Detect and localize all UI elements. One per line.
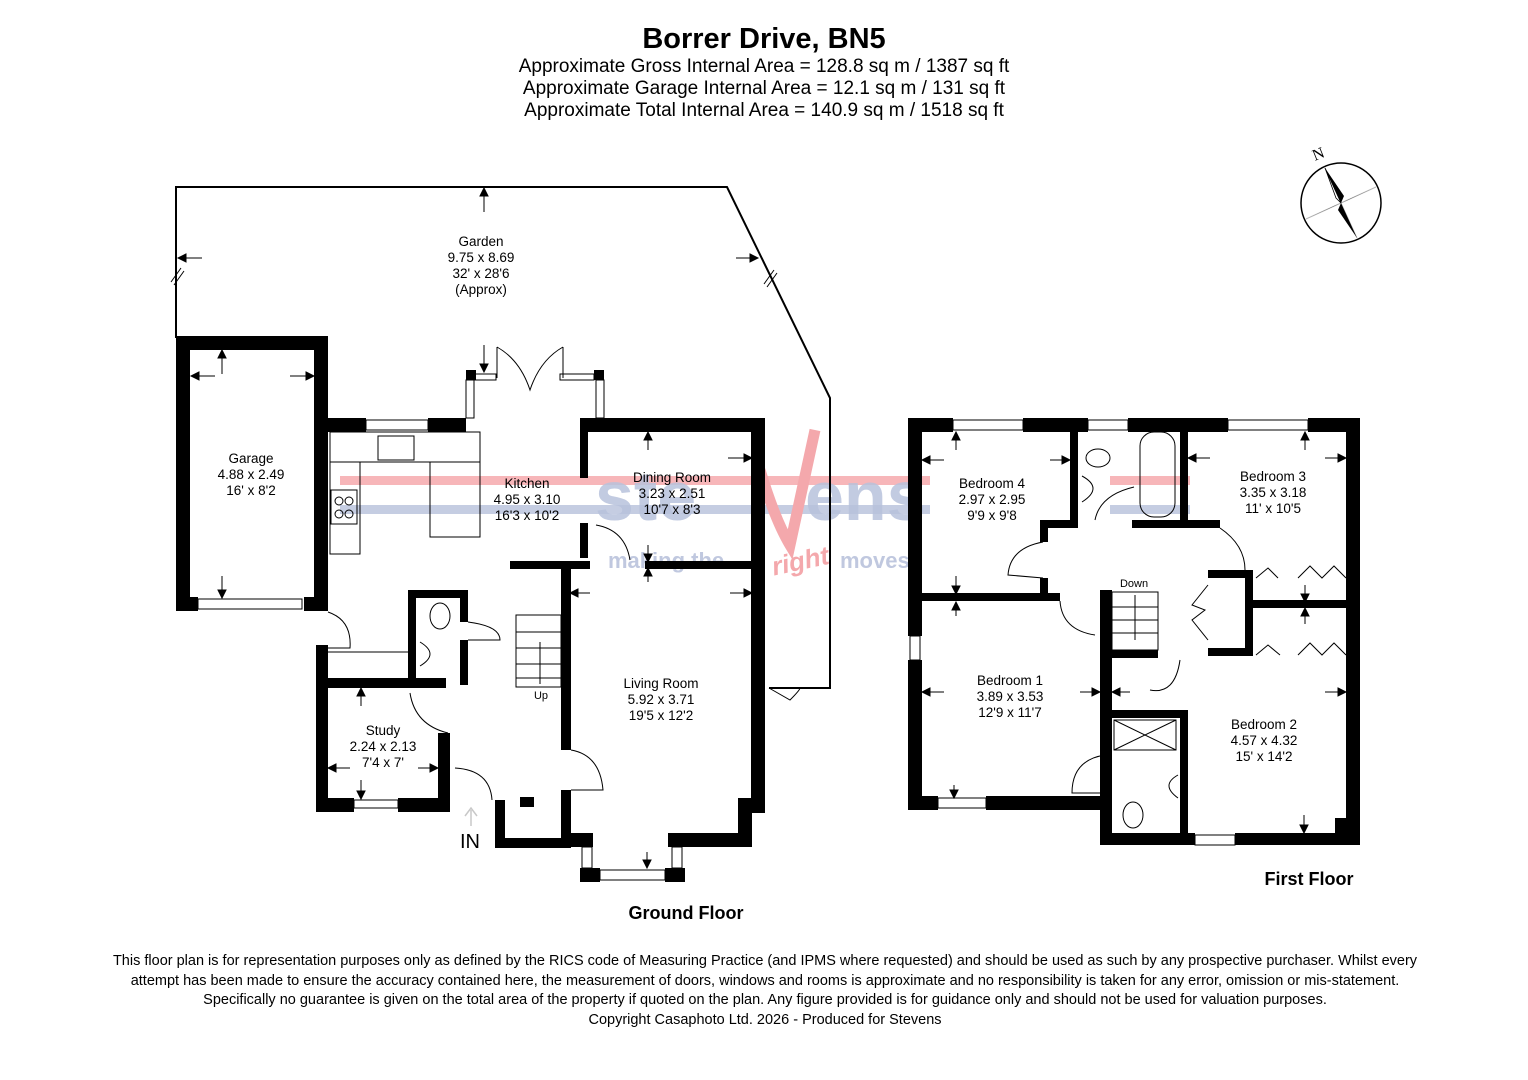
room-imperial: 16'3 x 10'2 [494, 508, 560, 523]
room-imperial: 10'7 x 8'3 [643, 502, 701, 517]
total-internal-area: Approximate Total Internal Area = 140.9 … [524, 100, 1004, 121]
room-bedroom-4: Bedroom 4 2.97 x 2.95 9'9 x 9'8 [959, 476, 1026, 524]
garage-internal-area: Approximate Garage Internal Area = 12.1 … [522, 78, 1006, 99]
plan-header: Borrer Drive, BN5 Approximate Gross Inte… [0, 22, 1528, 122]
room-study: Study 2.24 x 2.13 7'4 x 7' [350, 723, 417, 771]
room-name: Garden [458, 234, 504, 249]
room-kitchen: Kitchen 4.95 x 3.10 16'3 x 10'2 [494, 476, 561, 524]
room-bedroom-1: Bedroom 1 3.89 x 3.53 12'9 x 11'7 [977, 673, 1044, 721]
first-floor-walls [908, 418, 1360, 845]
room-living: Living Room 5.92 x 3.71 19'5 x 12'2 [623, 676, 698, 724]
room-metric: 4.57 x 4.32 [1230, 733, 1298, 748]
dimension-arrows [176, 186, 1348, 870]
room-note: (Approx) [455, 282, 507, 297]
gross-internal-area: Approximate Gross Internal Area = 128.8 … [518, 56, 1010, 77]
room-name: Study [365, 723, 401, 738]
room-name: Bedroom 2 [1230, 717, 1298, 732]
disclaimer-text: This floor plan is for representation pu… [112, 953, 1418, 1008]
room-metric: 2.97 x 2.95 [958, 492, 1026, 507]
room-imperial: 9'9 x 9'8 [967, 508, 1017, 523]
copyright-text: Copyright Casaphoto Ltd. 2026 - Produced… [588, 1011, 942, 1028]
room-metric: 9.75 x 8.69 [447, 250, 515, 265]
room-imperial: 7'4 x 7' [362, 755, 404, 770]
svg-text:moves: moves [840, 548, 910, 573]
room-garden: Garden 9.75 x 8.69 32' x 28'6 (Approx) [448, 234, 515, 298]
room-metric: 3.23 x 2.51 [638, 486, 706, 501]
room-metric: 4.88 x 2.49 [217, 467, 285, 482]
room-name: Garage [228, 451, 274, 466]
entrance-label: IN [460, 831, 480, 853]
room-name: Bedroom 1 [976, 673, 1044, 688]
stevens-watermark: ste ens making the right moves [340, 428, 1190, 582]
first-floor-fixtures [909, 419, 1347, 846]
room-metric: 2.24 x 2.13 [349, 739, 417, 754]
stairs-up-label: Up [533, 690, 549, 702]
room-name: Bedroom 4 [958, 476, 1026, 491]
entrance-arrow-icon [464, 806, 478, 826]
svg-text:ste: ste [595, 457, 696, 535]
ground-floor-walls [176, 336, 765, 882]
room-metric: 3.35 x 3.18 [1239, 485, 1307, 500]
stairs-down-label: Down [1119, 578, 1149, 590]
room-imperial: 16' x 8'2 [226, 483, 276, 498]
garden-boundary [170, 186, 831, 689]
room-metric: 3.89 x 3.53 [976, 689, 1044, 704]
ground-floor-label: Ground Floor [628, 903, 744, 923]
room-name: Bedroom 3 [1239, 469, 1307, 484]
room-metric: 4.95 x 3.10 [493, 492, 561, 507]
svg-text:making the: making the [608, 548, 724, 573]
room-imperial: 11' x 10'5 [1245, 501, 1301, 516]
property-title: Borrer Drive, BN5 [642, 23, 886, 55]
room-name: Kitchen [504, 476, 550, 491]
room-imperial: 32' x 28'6 [452, 266, 510, 281]
room-imperial: 12'9 x 11'7 [978, 705, 1042, 720]
room-name: Living Room [623, 676, 699, 691]
ground-floor-fixtures [197, 346, 801, 881]
compass-rose-icon [1300, 162, 1382, 244]
room-imperial: 15' x 14'2 [1235, 749, 1293, 764]
svg-text:right: right [769, 540, 833, 582]
first-floor-label: First Floor [1264, 869, 1354, 889]
svg-text:ens: ens [805, 457, 926, 535]
disclaimer: This floor plan is for representation pu… [95, 952, 1435, 1030]
room-bedroom-3: Bedroom 3 3.35 x 3.18 11' x 10'5 [1240, 469, 1307, 517]
room-metric: 5.92 x 3.71 [627, 692, 695, 707]
room-garage: Garage 4.88 x 2.49 16' x 8'2 [218, 451, 285, 499]
room-imperial: 19'5 x 12'2 [628, 708, 694, 723]
room-name: Dining Room [632, 470, 712, 485]
room-bedroom-2: Bedroom 2 4.57 x 4.32 15' x 14'2 [1231, 717, 1298, 765]
room-dining: Dining Room 3.23 x 2.51 10'7 x 8'3 [633, 470, 711, 518]
